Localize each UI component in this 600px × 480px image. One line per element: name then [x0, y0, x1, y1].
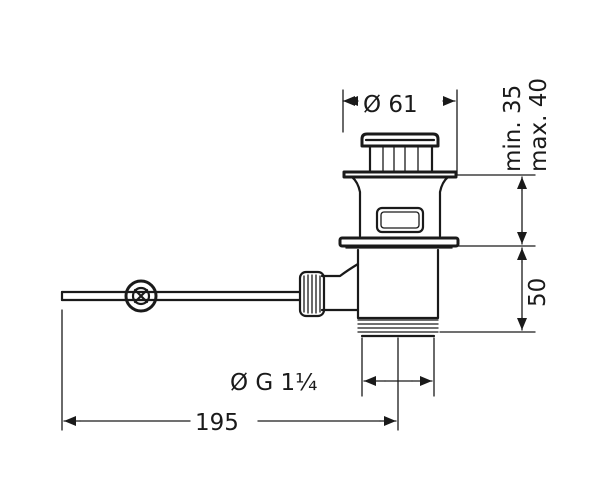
dim-height-range: min. 35 max. 40 — [500, 78, 552, 172]
rod-clamp — [124, 279, 158, 313]
dim-length: 195 — [61, 309, 397, 436]
valve-body — [298, 132, 460, 338]
dim-thread: Ø G 1¼ — [230, 337, 435, 431]
dim-top-diameter-label: Ø 61 — [363, 92, 418, 118]
dim-max-label: max. 40 — [526, 78, 552, 172]
dim-top-diameter: Ø 61 — [342, 89, 458, 176]
dim-length-label: 195 — [195, 410, 239, 436]
pull-rod — [60, 290, 302, 302]
dim-thread-label: Ø G 1¼ — [230, 370, 317, 396]
dim-min-label: min. 35 — [500, 85, 526, 172]
dim-50-label: 50 — [525, 278, 551, 307]
